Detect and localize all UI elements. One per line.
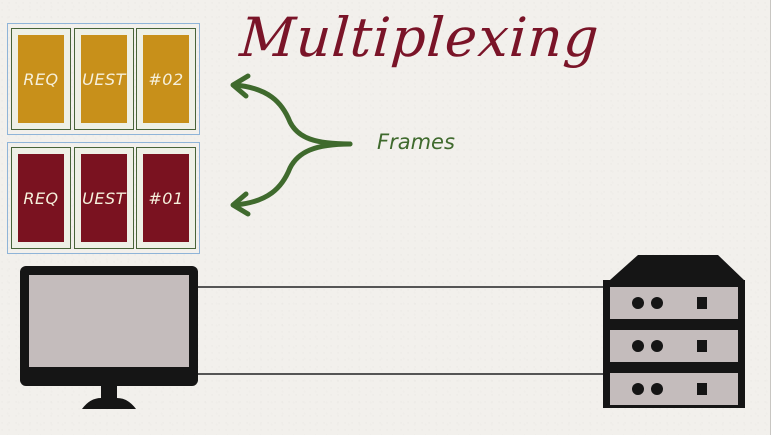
frame-segment-label: #01 (143, 154, 189, 242)
frame-request-02: REQ UEST #02 (7, 23, 200, 135)
frame-segment-label: REQ (18, 35, 64, 123)
frame-request-01: REQ UEST #01 (7, 142, 200, 254)
frame-segment: #02 (136, 28, 196, 130)
frame-segment: REQ (11, 28, 71, 130)
frame-segment-label: UEST (81, 154, 127, 242)
server-rack-icon (603, 255, 745, 408)
upper-arrowhead (230, 73, 251, 99)
brace-arrows (230, 73, 353, 217)
frame-segment-label: UEST (81, 35, 127, 123)
frame-segment: UEST (74, 147, 134, 249)
frame-segment-label: REQ (18, 154, 64, 242)
frame-segment: UEST (74, 28, 134, 130)
frame-segment: REQ (11, 147, 71, 249)
lower-arrowhead (230, 191, 251, 217)
connection-lines (196, 286, 612, 375)
brace-upper-arrow (232, 82, 353, 147)
client-monitor-icon (20, 266, 198, 409)
frame-segment: #01 (136, 147, 196, 249)
brace-lower-arrow (232, 141, 353, 208)
frame-segment-label: #02 (143, 35, 189, 123)
frames-label: Frames (377, 130, 455, 154)
